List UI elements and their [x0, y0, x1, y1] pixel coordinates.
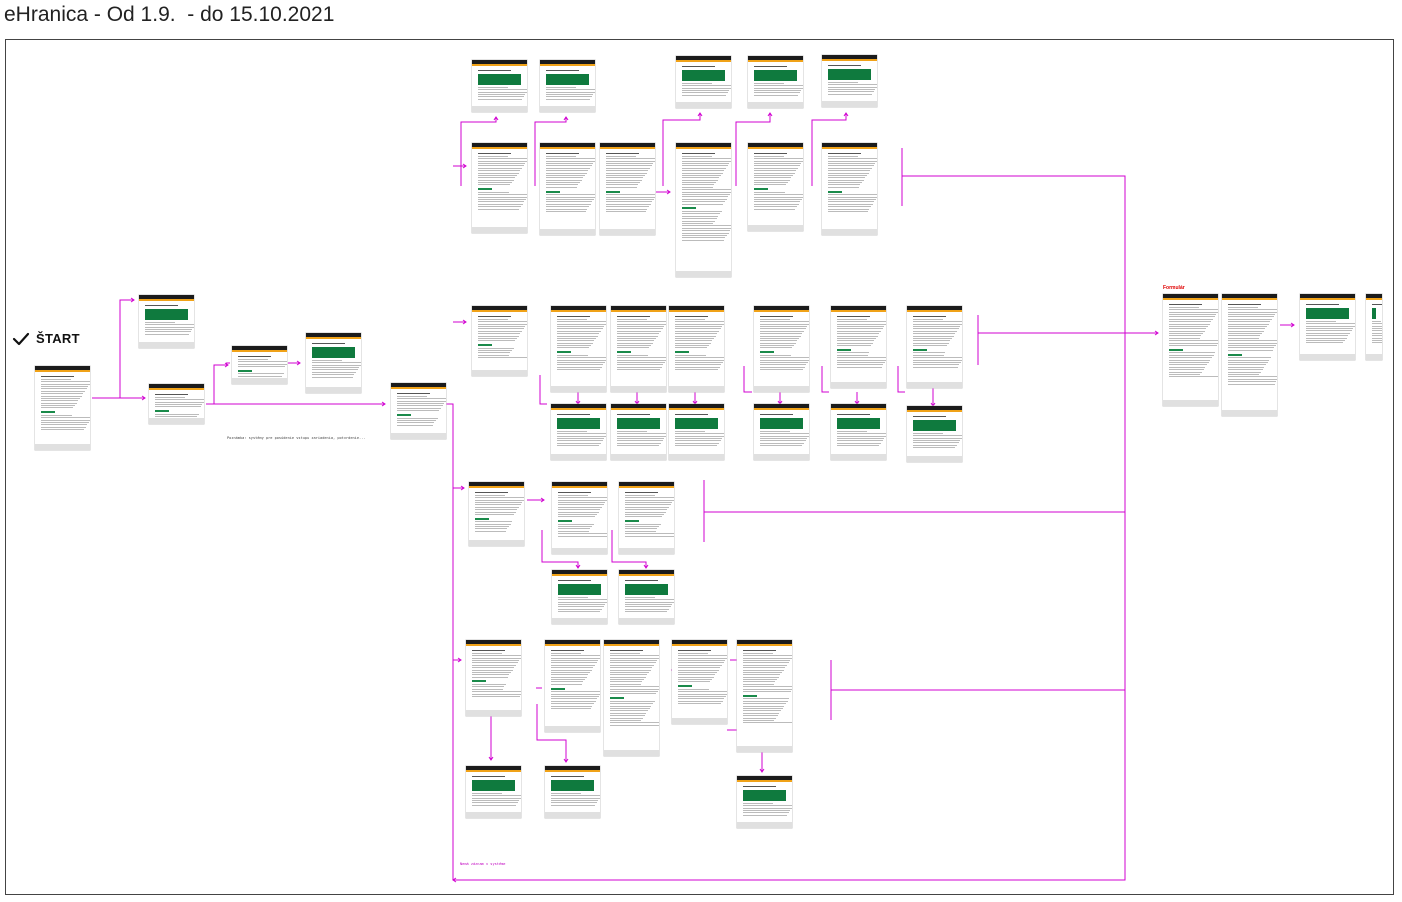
- screen-thumbnail: [472, 306, 527, 376]
- screen-thumbnail: [540, 60, 595, 112]
- arrow-icon: [493, 116, 499, 121]
- screen-thumbnail: [748, 143, 803, 231]
- screen-thumbnail: [611, 404, 666, 460]
- screen-thumbnail: [306, 333, 361, 393]
- connector-line: [534, 117, 567, 186]
- arrow-icon: [666, 189, 671, 195]
- arrow-icon: [141, 395, 146, 401]
- screen-thumbnail: [611, 306, 666, 392]
- arrow-icon: [296, 360, 301, 366]
- screen-thumbnail: [391, 383, 446, 439]
- arrow-icon: [224, 362, 229, 368]
- screen-thumbnail: [1300, 294, 1355, 360]
- connector-line: [897, 366, 905, 393]
- connector-line: [460, 117, 497, 186]
- connector-line: [539, 375, 547, 405]
- connector-line: [735, 113, 771, 186]
- connector-line: [611, 530, 647, 568]
- screen-thumbnail: [232, 346, 287, 384]
- connector-line: [446, 403, 454, 880]
- arrow-icon: [575, 564, 581, 569]
- connector-line: [821, 366, 829, 393]
- arrow-icon: [457, 657, 462, 663]
- arrow-icon: [643, 564, 649, 569]
- screen-thumbnail: [672, 640, 727, 724]
- screen-thumbnail: [1222, 294, 1277, 416]
- screen-thumbnail: [600, 143, 655, 235]
- arrow-icon: [381, 401, 386, 407]
- screen-thumbnail: [822, 55, 877, 107]
- arrow-icon: [540, 497, 545, 503]
- screen-thumbnail: [754, 404, 809, 460]
- arrow-icon: [488, 756, 494, 761]
- arrow-icon: [767, 112, 773, 117]
- screen-thumbnail: [737, 776, 792, 828]
- connector-line: [662, 113, 701, 186]
- screen-thumbnail: [551, 404, 606, 460]
- screen-thumbnail: [551, 306, 606, 392]
- screen-thumbnail: [604, 640, 659, 756]
- arrow-icon: [452, 877, 457, 883]
- arrow-icon: [462, 163, 467, 169]
- arrow-icon: [563, 758, 569, 763]
- screen-thumbnail: [149, 384, 204, 424]
- arrow-icon: [759, 768, 765, 773]
- screen-thumbnail: [619, 482, 674, 554]
- screen-thumbnail: [545, 640, 600, 732]
- screen-thumbnail: [748, 56, 803, 108]
- end-note: Nemá záznam v systéme: [460, 862, 506, 866]
- arrow-icon: [1290, 322, 1295, 328]
- screen-thumbnail: [669, 404, 724, 460]
- arrow-icon: [130, 297, 135, 303]
- connector-line: [206, 364, 228, 405]
- screen-thumbnail: [669, 306, 724, 392]
- connector-line: [92, 299, 134, 399]
- arrow-icon: [563, 116, 569, 121]
- screen-thumbnail: [35, 366, 90, 450]
- screen-thumbnail: [545, 766, 600, 818]
- arrow-icon: [462, 319, 467, 325]
- page-title: eHranica - Od 1.9. - do 15.10.2021: [4, 3, 335, 26]
- arrow-icon: [843, 112, 849, 117]
- screen-thumbnail: [831, 404, 886, 460]
- screen-thumbnail: [466, 640, 521, 716]
- screen-thumbnail: [472, 60, 527, 112]
- screen-thumbnail: [139, 295, 194, 348]
- screen-thumbnail: [754, 306, 809, 392]
- form-label: Formulár: [1163, 285, 1185, 291]
- screen-thumbnail: [619, 570, 674, 624]
- screen-thumbnail: [552, 570, 607, 624]
- screen-thumbnail: [1163, 294, 1218, 406]
- checkmark-icon: [12, 332, 30, 345]
- screen-thumbnail: [466, 766, 521, 818]
- arrow-icon: [460, 485, 465, 491]
- connector-line: [743, 366, 752, 393]
- start-label: ŠTART: [36, 331, 80, 346]
- screen-thumbnail: [737, 640, 792, 752]
- screen-thumbnail: [907, 406, 962, 462]
- screen-thumbnail: [540, 143, 595, 235]
- connector-line: [541, 530, 579, 568]
- connector-line: [536, 704, 567, 762]
- connector-line: [453, 175, 1126, 881]
- start-marker: ŠTART: [12, 331, 80, 346]
- connector-line: [811, 113, 847, 186]
- screen-thumbnail: [831, 306, 886, 388]
- screen-thumbnail: [676, 56, 731, 108]
- screen-thumbnail: [1366, 294, 1382, 360]
- arrow-icon: [1154, 330, 1159, 336]
- arrow-icon: [697, 112, 703, 117]
- screen-thumbnail: [907, 306, 962, 388]
- screen-thumbnail: [472, 143, 527, 233]
- screen-thumbnail: [469, 482, 524, 546]
- screen-thumbnail: [822, 143, 877, 235]
- screen-thumbnail: [552, 482, 607, 554]
- screen-thumbnail: [676, 143, 731, 277]
- start-caption: Poznámka: systémy pre posúdenie vstupu z…: [227, 436, 366, 440]
